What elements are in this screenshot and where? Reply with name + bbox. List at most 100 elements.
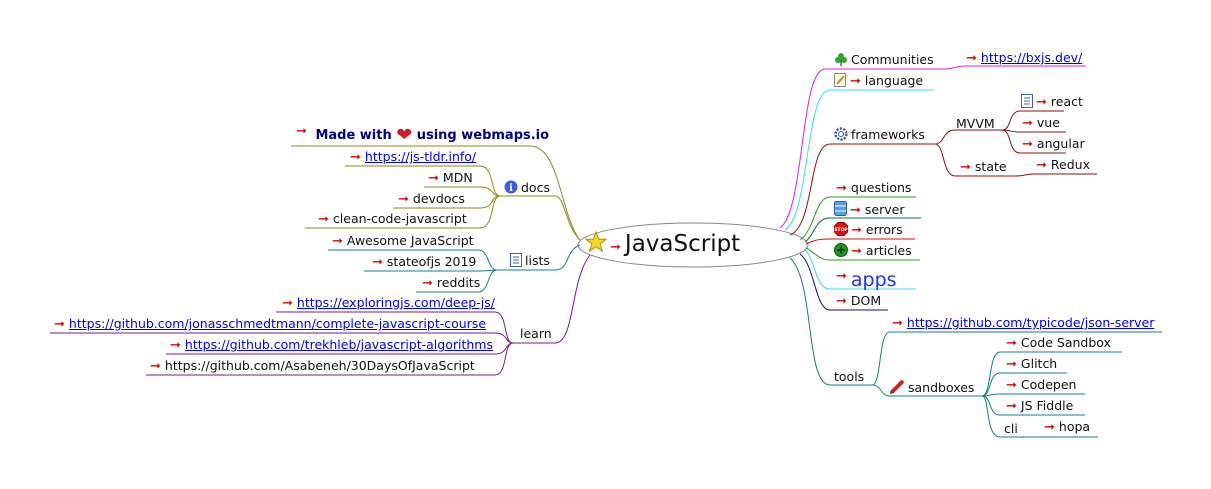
tools-node[interactable]: tools — [834, 369, 864, 385]
arrow-icon: ➞ — [850, 203, 861, 218]
arrow-icon: ➞ — [960, 160, 971, 175]
learn-item-jonas[interactable]: ➞https://github.com/jonasschmedtmann/com… — [54, 316, 486, 333]
docs-item-cleancode[interactable]: ➞clean-code-javascript — [318, 211, 467, 228]
sandboxes-node[interactable]: sandboxes — [890, 379, 974, 398]
articles-label: articles — [865, 243, 912, 258]
sandbox-item-codepen[interactable]: ➞Codepen — [1006, 377, 1076, 394]
cli-node[interactable]: cli — [1004, 421, 1018, 437]
stop-sign-icon: STOP — [834, 222, 848, 240]
lists-item-reddits[interactable]: ➞reddits — [422, 275, 480, 292]
connector-dom — [799, 253, 888, 311]
arrow-icon: ➞ — [1006, 357, 1017, 372]
connector-language — [784, 89, 934, 231]
connector-tools — [789, 257, 872, 386]
connector-server — [804, 217, 921, 243]
learn-item-label[interactable]: https://github.com/trekhleb/javascript-a… — [184, 337, 493, 352]
lists-item-label: Awesome JavaScript — [346, 233, 474, 248]
sandbox-item-label: JS Fiddle — [1020, 398, 1074, 413]
made-with-text-before: Made with — [315, 128, 392, 143]
arrow-icon: ➞ — [318, 212, 329, 227]
learn-item-trekhleb[interactable]: ➞https://github.com/trekhleb/javascript-… — [170, 337, 493, 354]
learn-item-label[interactable]: https://github.com/jonasschmedtmann/comp… — [68, 316, 487, 331]
state-item-redux[interactable]: ➞Redux — [1036, 157, 1090, 174]
clover-icon — [834, 52, 848, 70]
connector-sandboxes — [871, 384, 982, 397]
questions-node[interactable]: ➞questions — [836, 180, 911, 197]
mvvm-item-angular[interactable]: ➞angular — [1022, 136, 1085, 153]
connector-sandbox-glitch — [981, 372, 1067, 397]
arrow-icon: ➞ — [1044, 420, 1055, 435]
connector-cli — [981, 395, 1030, 438]
language-node[interactable]: ➞language — [834, 73, 923, 91]
mvvm-item-react[interactable]: ➞react — [1021, 94, 1083, 112]
communities-node[interactable]: Communities — [834, 52, 934, 70]
center-node[interactable]: ➞JavaScript — [584, 230, 741, 259]
notepad-icon — [834, 73, 847, 91]
communities-link[interactable]: https://bxjs.dev/ — [980, 50, 1083, 65]
mvvm-item-vue[interactable]: ➞vue — [1022, 115, 1060, 132]
dom-node[interactable]: ➞DOM — [836, 293, 881, 310]
list-icon — [1021, 94, 1033, 112]
docs-item-tldr[interactable]: ➞https://js-tldr.info/ — [350, 149, 476, 166]
connector-learn-asabeneh — [146, 342, 514, 376]
learn-item-exploringjs[interactable]: ➞https://exploringjs.com/deep-js/ — [282, 295, 495, 312]
lists-node[interactable]: lists — [510, 253, 550, 271]
center-node-label: JavaScript — [624, 231, 741, 257]
learn-node[interactable]: learn — [520, 326, 552, 342]
communities-link-node[interactable]: ➞https://bxjs.dev/ — [966, 50, 1082, 67]
connector-learn-jonas — [50, 332, 514, 344]
arrow-icon: ➞ — [150, 359, 161, 374]
errors-node[interactable]: STOP➞errors — [834, 222, 903, 240]
gear-icon — [834, 127, 848, 145]
lists-item-awesome[interactable]: ➞Awesome JavaScript — [332, 233, 474, 250]
sandbox-item-jsfiddle[interactable]: ➞JS Fiddle — [1006, 398, 1073, 415]
server-node[interactable]: ➞server — [834, 201, 904, 220]
info-icon: i — [504, 180, 518, 198]
arrow-icon: ➞ — [422, 276, 433, 291]
connector-apps — [804, 249, 916, 290]
state-label: state — [974, 159, 1007, 174]
sandbox-item-codesandbox[interactable]: ➞Code Sandbox — [1006, 335, 1111, 352]
arrow-icon: ➞ — [851, 244, 862, 259]
connector-questions — [799, 196, 916, 241]
mvvm-item-label: react — [1050, 94, 1083, 109]
lists-item-label: reddits — [436, 275, 481, 290]
arrow-icon: ➞ — [282, 296, 293, 311]
lists-item-stateofjs[interactable]: ➞stateofjs 2019 — [372, 254, 476, 271]
docs-item-label[interactable]: https://js-tldr.info/ — [364, 149, 477, 164]
apps-label: apps — [850, 269, 897, 291]
connector-mvvm-react — [1001, 110, 1064, 131]
learn-item-label[interactable]: https://exploringjs.com/deep-js/ — [296, 295, 495, 310]
docs-item-label: clean-code-javascript — [332, 211, 467, 226]
docs-item-devdocs[interactable]: ➞devdocs — [398, 191, 465, 208]
frameworks-node[interactable]: frameworks — [834, 127, 925, 145]
articles-node[interactable]: ➞articles — [834, 243, 912, 261]
sandbox-item-label: Glitch — [1020, 356, 1058, 371]
docs-item-mdn[interactable]: ➞MDN — [428, 170, 473, 187]
sandbox-item-label: Codepen — [1020, 377, 1077, 392]
learn-item-asabeneh[interactable]: ➞https://github.com/Asabeneh/30DaysOfJav… — [150, 358, 475, 375]
pencil-icon — [890, 379, 905, 398]
arrow-icon: ➞ — [1006, 399, 1017, 414]
sandbox-item-label: Code Sandbox — [1020, 335, 1111, 350]
arrow-icon: ➞ — [836, 294, 847, 309]
svg-text:STOP: STOP — [834, 227, 848, 233]
arrow-icon: ➞ — [851, 223, 862, 238]
state-node[interactable]: ➞state — [960, 159, 1007, 176]
state-item-label: Redux — [1050, 157, 1090, 172]
connector-communities-link — [944, 65, 1086, 70]
arrow-icon: ➞ — [332, 234, 343, 249]
arrow-icon: ➞ — [428, 171, 439, 186]
made-with-node[interactable]: ➞ Made with ❤ using webmaps.io — [296, 124, 549, 145]
tools-link[interactable]: https://github.com/typicode/json-server — [906, 315, 1155, 330]
cli-item-hopa[interactable]: ➞hopa — [1044, 419, 1090, 436]
arrow-icon: ➞ — [1036, 95, 1047, 110]
sandbox-item-glitch[interactable]: ➞Glitch — [1006, 356, 1057, 373]
mvvm-node[interactable]: MVVM — [956, 116, 995, 132]
arrow-icon: ➞ — [610, 240, 621, 255]
apps-node[interactable]: ➞apps — [836, 265, 897, 292]
connector-frameworks — [789, 143, 935, 236]
tools-link-node[interactable]: ➞https://github.com/typicode/json-server — [892, 315, 1154, 332]
